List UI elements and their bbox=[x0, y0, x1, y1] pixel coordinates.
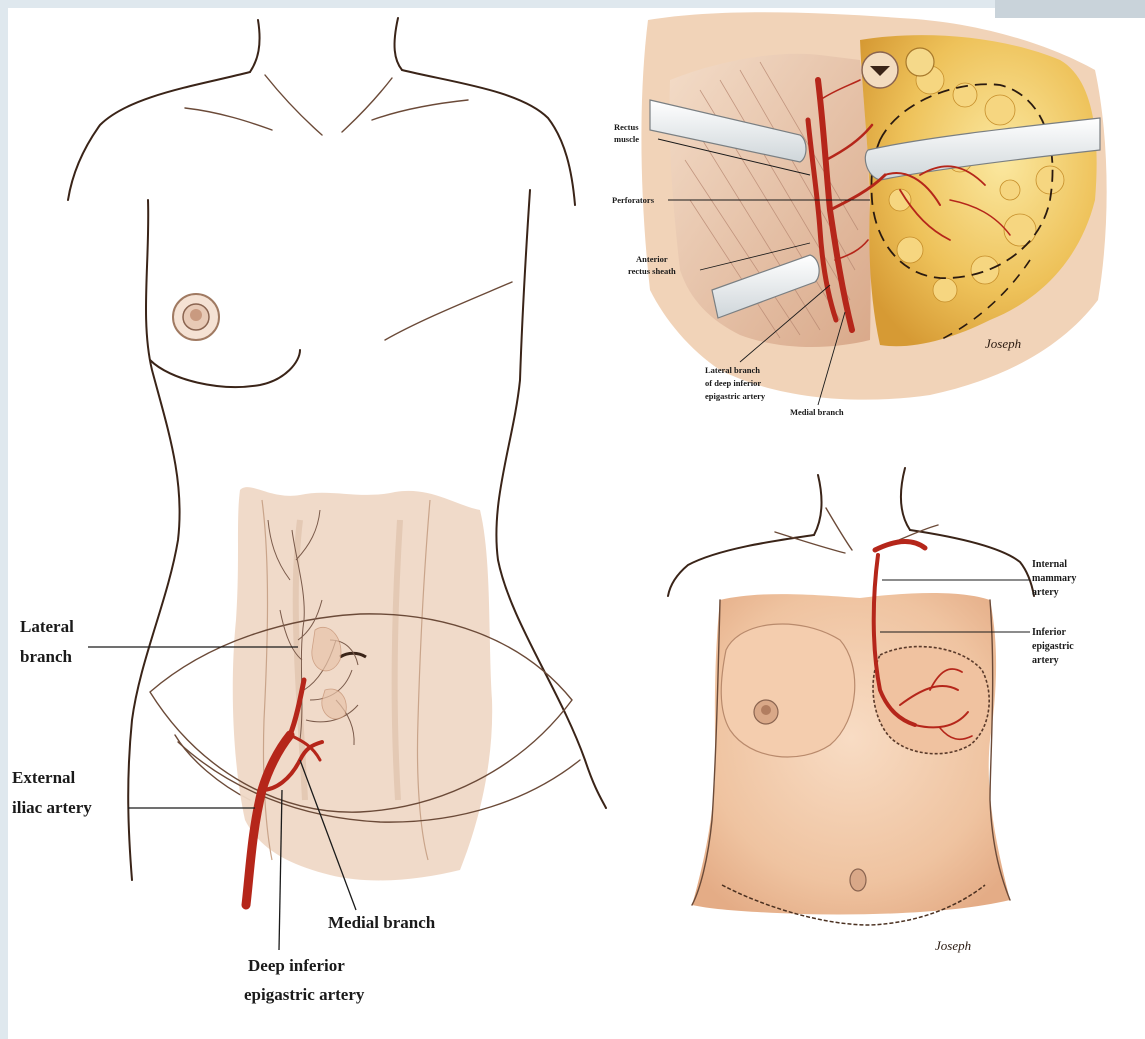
label-lateral-branch-die-3: epigastric artery bbox=[705, 391, 766, 401]
label-inferior-epigastric-1: Inferior bbox=[1032, 627, 1066, 638]
signature-bottom: Joseph bbox=[935, 938, 971, 953]
label-medial-branch: Medial branch bbox=[328, 913, 436, 932]
top-right-dissection bbox=[641, 12, 1106, 399]
label-deep-inferior-2: epigastric artery bbox=[244, 985, 365, 1004]
label-anterior-sheath-2: rectus sheath bbox=[628, 266, 676, 276]
label-anterior-sheath-1: Anterior bbox=[636, 254, 668, 264]
label-internal-mammary-3: artery bbox=[1032, 587, 1059, 598]
label-external-iliac-1: External bbox=[12, 768, 76, 787]
label-inferior-epigastric-2: epigastric bbox=[1032, 641, 1074, 652]
label-lateral-branch-2: branch bbox=[20, 647, 73, 666]
label-lateral-branch-1: Lateral bbox=[20, 617, 74, 636]
label-deep-inferior-1: Deep inferior bbox=[248, 956, 345, 975]
label-rectus-1: Rectus bbox=[614, 122, 639, 132]
label-internal-mammary-2: mammary bbox=[1032, 573, 1076, 584]
corner-block bbox=[995, 0, 1145, 18]
signature-top: Joseph bbox=[985, 336, 1021, 351]
label-lateral-branch-die-2: of deep inferior bbox=[705, 378, 761, 388]
label-medial-branch-top: Medial branch bbox=[790, 407, 844, 417]
label-inferior-epigastric-3: artery bbox=[1032, 655, 1059, 666]
label-external-iliac-2: iliac artery bbox=[12, 798, 92, 817]
label-rectus-2: muscle bbox=[614, 134, 639, 144]
label-perforators: Perforators bbox=[612, 195, 655, 205]
label-internal-mammary-1: Internal bbox=[1032, 559, 1067, 570]
label-lateral-branch-die-1: Lateral branch bbox=[705, 365, 760, 375]
